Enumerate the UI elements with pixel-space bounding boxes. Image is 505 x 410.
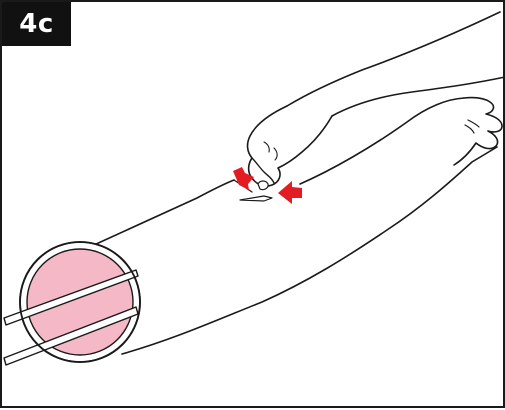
catheter-tip: [239, 195, 273, 202]
right-arm-lower-contour: [331, 76, 505, 117]
knuckle-detail: [263, 141, 278, 161]
catheter-tubes: [3, 269, 139, 366]
right-hand-outline: [246, 105, 333, 187]
cutaway-rim: [19, 241, 141, 363]
right-arm-upper-contour: [286, 11, 501, 107]
thumbnail: [257, 180, 269, 191]
left-hand-crease: [464, 119, 480, 134]
forearm-upper-contour: [93, 179, 235, 246]
arrow-right-icon: [278, 181, 302, 204]
cutaway-view: [19, 241, 141, 363]
forearm-upper-contour-right: [299, 97, 465, 185]
forearm-lower-contour: [121, 146, 498, 355]
left-hand-outline: [453, 96, 503, 166]
arrow-left-icon: [233, 167, 254, 190]
right-thumb: [251, 157, 275, 184]
step-badge: 4c: [2, 2, 71, 46]
